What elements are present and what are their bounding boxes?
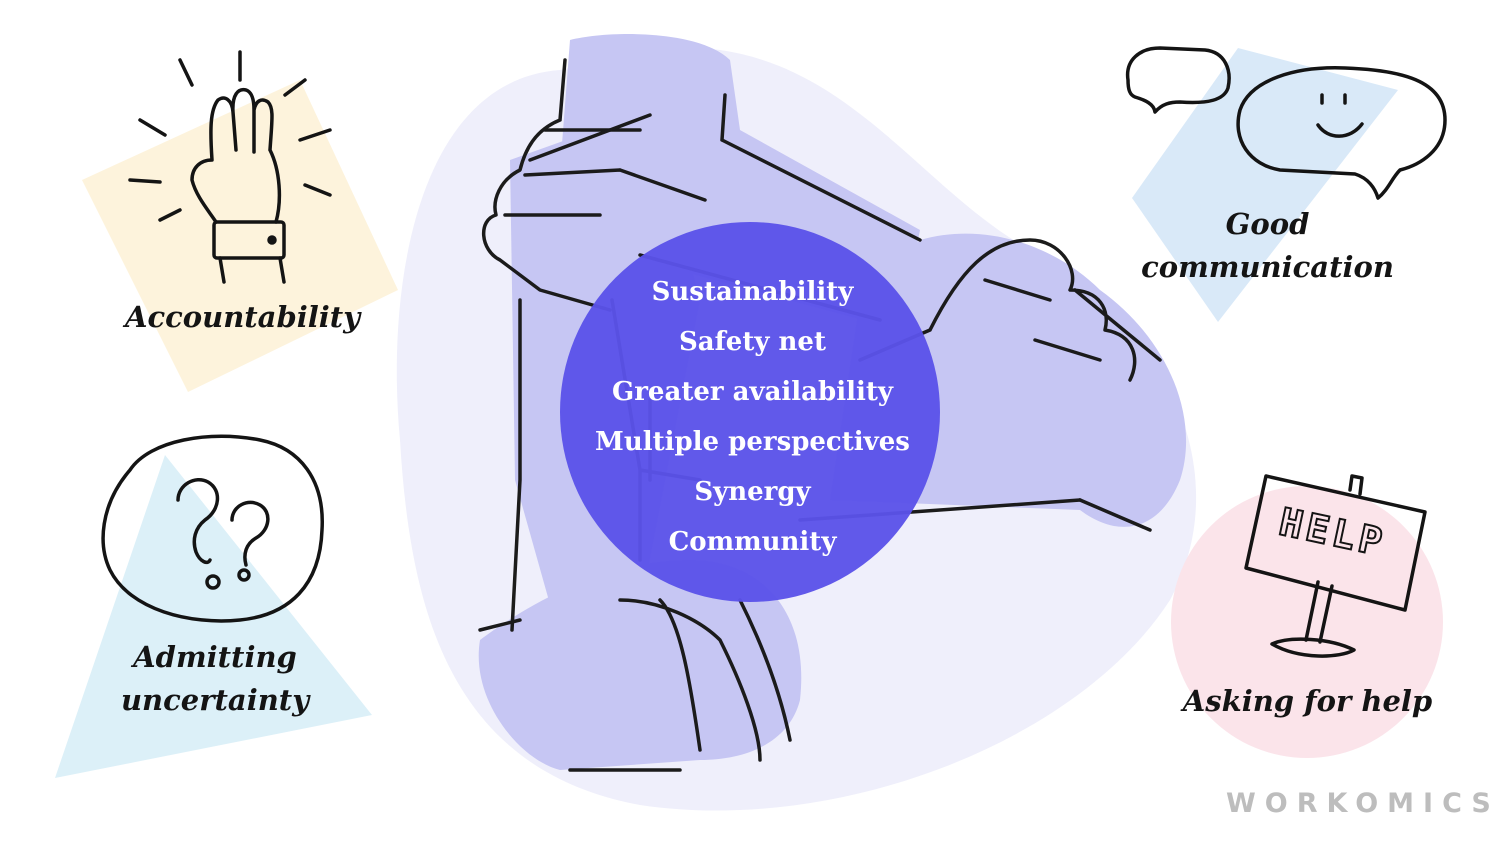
benefits-list: Sustainability Safety net Greater availa…	[560, 270, 945, 570]
good-communication-label: Good communication	[1140, 203, 1395, 289]
accountability-text: Accountability	[124, 300, 361, 334]
good-communication-line-2: communication	[1141, 250, 1394, 284]
benefit-item: Synergy	[694, 477, 811, 507]
help-sign-icon	[1244, 474, 1427, 658]
good-communication-line-1: Good	[1225, 207, 1310, 241]
accountability-label: Accountability	[120, 296, 365, 339]
raised-hand-icon	[128, 50, 332, 284]
admitting-uncertainty-line-2: uncertainty	[120, 683, 310, 717]
uncertainty-bg	[55, 455, 372, 778]
benefit-item: Greater availability	[612, 377, 893, 407]
communication-bg	[1132, 48, 1398, 322]
accountability-bg	[82, 80, 398, 392]
admitting-uncertainty-label: Admitting uncertainty	[100, 636, 330, 722]
finger-lines-top	[503, 128, 707, 217]
benefit-item: Community	[668, 527, 837, 557]
benefit-item: Multiple perspectives	[595, 427, 910, 457]
bottom-arm	[478, 560, 802, 770]
workomics-logo: WORKOMICS	[1226, 788, 1500, 819]
admitting-uncertainty-line-1: Admitting	[133, 640, 297, 674]
speech-bubbles-icon	[1125, 46, 1447, 200]
hand-outline-bottom	[478, 598, 792, 772]
center-circle	[560, 222, 940, 602]
asking-for-help-label: Asking for help	[1180, 680, 1435, 723]
hand-outline-right	[858, 238, 1162, 532]
asking-for-help-text: Asking for help	[1182, 684, 1433, 718]
hand-outline-top	[481, 58, 922, 312]
question-marks-bubble-icon	[101, 434, 324, 623]
help-bg	[1171, 486, 1443, 758]
benefit-item: Sustainability	[651, 277, 854, 307]
benefit-item: Safety net	[679, 327, 826, 357]
